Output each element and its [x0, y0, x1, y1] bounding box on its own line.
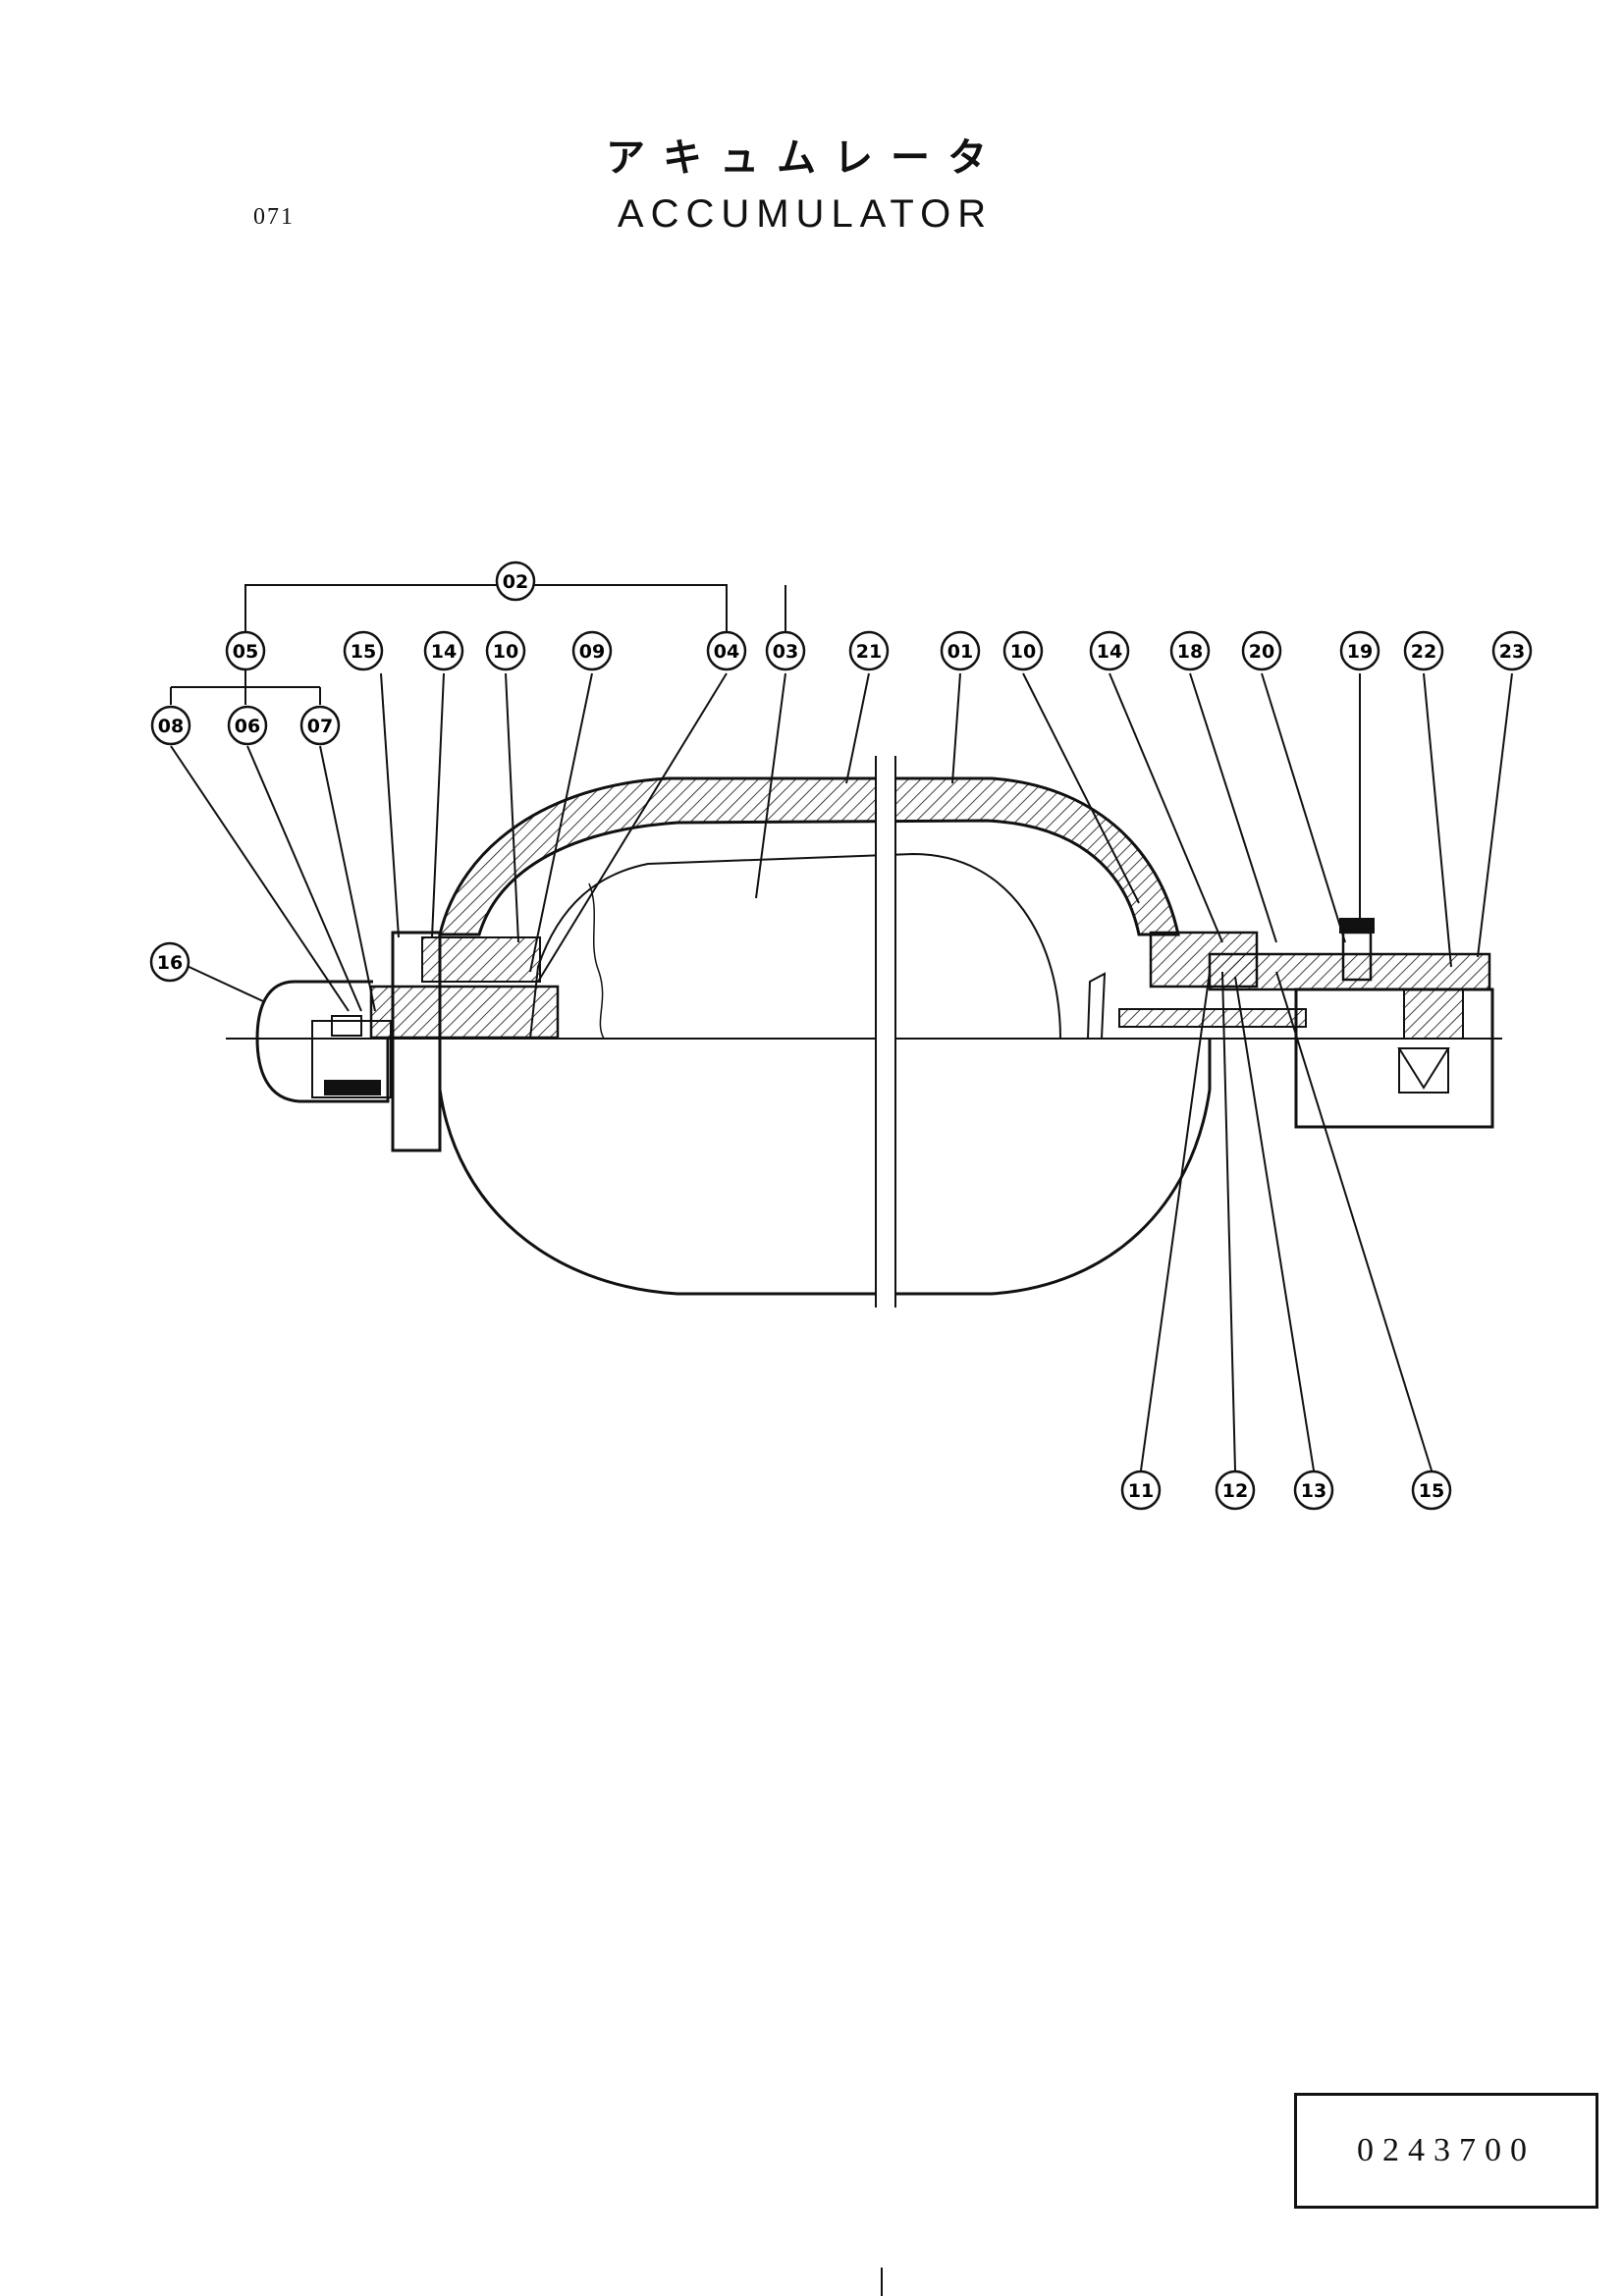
svg-text:10: 10 [493, 641, 518, 663]
svg-text:18: 18 [1177, 641, 1203, 663]
leader-lines [170, 584, 1513, 1471]
right-port-body [1208, 952, 1491, 991]
callout-10-right: 10 [1002, 630, 1044, 671]
callout-20: 20 [1241, 630, 1282, 671]
right-adapter-wedge [1397, 1047, 1450, 1090]
bladder-outline [529, 852, 1061, 1040]
left-valve-body [369, 985, 560, 1040]
svg-text:07: 07 [307, 716, 333, 737]
callout-09: 09 [571, 630, 613, 671]
callout-22: 22 [1403, 630, 1444, 671]
svg-text:08: 08 [158, 716, 184, 737]
svg-text:04: 04 [714, 641, 739, 663]
shell-upper-section [438, 776, 1180, 936]
callout-11: 11 [1120, 1469, 1162, 1511]
svg-text:14: 14 [1097, 641, 1122, 663]
right-adapter [1294, 988, 1494, 1129]
svg-text:10: 10 [1010, 641, 1036, 663]
svg-text:12: 12 [1222, 1480, 1248, 1502]
svg-text:05: 05 [233, 641, 258, 663]
poppet-plate [1118, 1008, 1307, 1028]
callout-01: 01 [940, 630, 981, 671]
callout-18: 18 [1169, 630, 1211, 671]
drawing-number-box: 0243700 [1294, 2093, 1598, 2209]
callout-14-left: 14 [423, 630, 464, 671]
svg-text:13: 13 [1301, 1480, 1326, 1502]
callout-03: 03 [765, 630, 806, 671]
svg-text:22: 22 [1411, 641, 1436, 663]
svg-text:15: 15 [1419, 1480, 1444, 1502]
left-flange [391, 931, 442, 1152]
svg-text:02: 02 [503, 571, 528, 593]
left-nut-hatched [421, 936, 541, 983]
svg-text:16: 16 [157, 952, 183, 974]
svg-text:03: 03 [773, 641, 798, 663]
title-english: ACCUMULATOR [617, 192, 994, 236]
title-japanese: アキュムレータ [606, 135, 1004, 181]
break-gap [876, 756, 895, 1306]
callout-02: 02 [495, 561, 536, 602]
svg-text:11: 11 [1128, 1480, 1154, 1502]
valve-core [311, 1020, 392, 1098]
right-adapter-inner [1403, 988, 1464, 1040]
callout-08: 08 [150, 705, 191, 746]
svg-text:19: 19 [1347, 641, 1373, 663]
callout-14-right: 14 [1089, 630, 1130, 671]
callout-13: 13 [1293, 1469, 1334, 1511]
svg-text:23: 23 [1499, 641, 1525, 663]
protective-cap [255, 980, 390, 1103]
svg-text:20: 20 [1249, 641, 1274, 663]
callout-12: 12 [1215, 1469, 1256, 1511]
callout-05: 05 [225, 630, 266, 671]
callout-19: 19 [1339, 630, 1380, 671]
callout-15: 15 [343, 630, 384, 671]
bladder-break-line [588, 882, 605, 1040]
callout-23: 23 [1491, 630, 1533, 671]
callout-04: 04 [706, 630, 747, 671]
callout-07: 07 [299, 705, 341, 746]
svg-text:14: 14 [431, 641, 457, 663]
page-code: 071 [253, 204, 295, 230]
callout-10-left: 10 [485, 630, 526, 671]
svg-text:06: 06 [235, 716, 260, 737]
svg-text:15: 15 [351, 641, 376, 663]
poppet-stem [1087, 972, 1107, 1040]
svg-text:21: 21 [856, 641, 882, 663]
svg-text:01: 01 [947, 641, 973, 663]
shell-lower-outline [438, 1039, 1212, 1296]
callout-21: 21 [848, 630, 890, 671]
callout-06: 06 [227, 705, 268, 746]
callout-17: 15 [1411, 1469, 1452, 1511]
svg-text:09: 09 [579, 641, 605, 663]
callout-16: 16 [149, 941, 190, 983]
